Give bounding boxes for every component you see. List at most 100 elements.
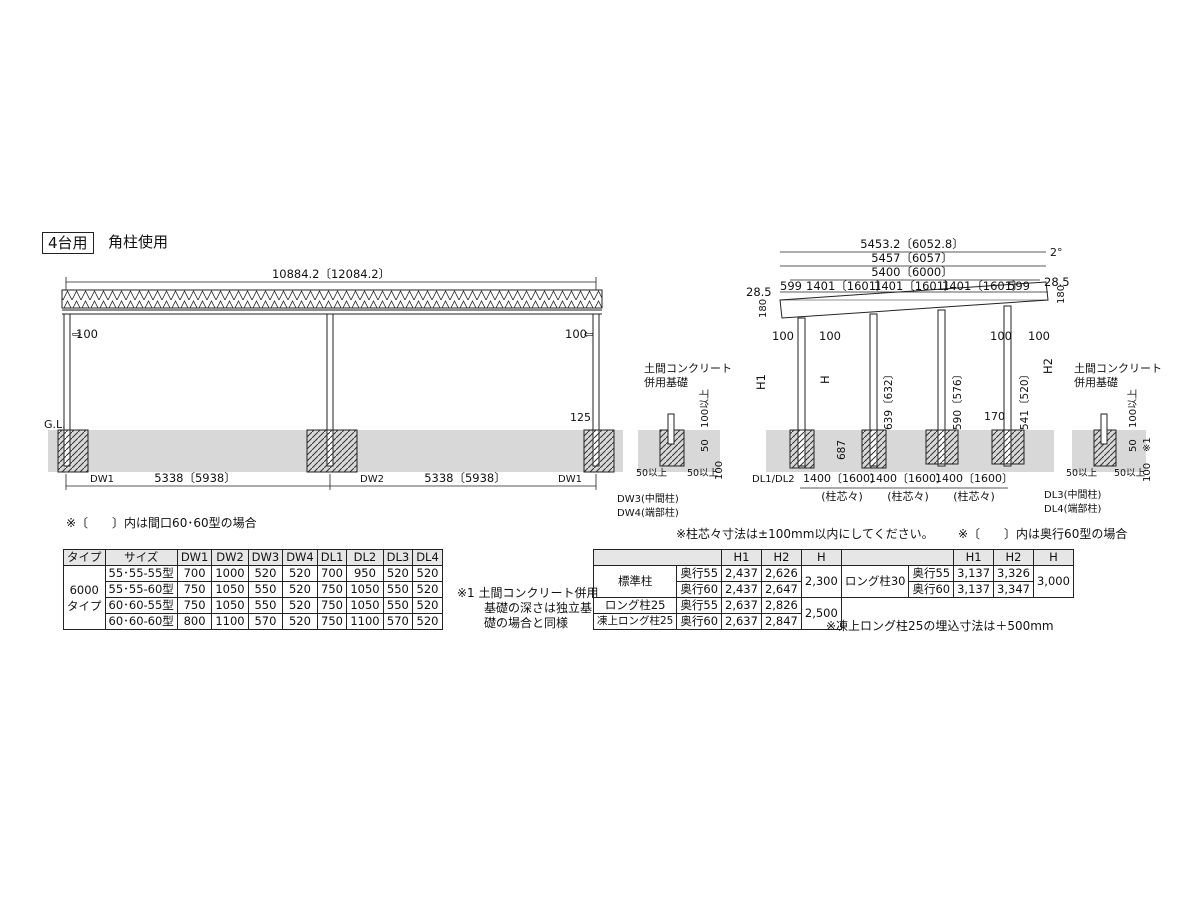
- th-dl3: DL3: [382, 549, 414, 566]
- cell: 2,637: [721, 597, 762, 614]
- table-row: 凍上ロング柱25 奥行60 2,637 2,847: [592, 613, 1074, 630]
- table-row: ロング柱25 奥行55 2,637 2,826 2,500: [592, 597, 1074, 630]
- foundation-left-d50: 50: [700, 439, 711, 452]
- th-h1: H1: [721, 549, 762, 566]
- cell: 1050: [346, 581, 384, 598]
- cell: 3,137: [953, 581, 995, 598]
- cell: 3,347: [993, 581, 1034, 598]
- th-dw2: DW2: [211, 549, 249, 566]
- cell: 700: [176, 565, 213, 582]
- side-h180-left: 180: [758, 299, 769, 318]
- side-post-3: [937, 309, 946, 467]
- foundation-right-50above-l: 50以上: [1066, 468, 1098, 479]
- cell: 750: [176, 597, 213, 614]
- th-h-b: H: [1032, 549, 1074, 566]
- cell: 奥行60: [676, 613, 723, 630]
- cell: 520: [247, 565, 284, 582]
- cell: 2,437: [721, 565, 762, 582]
- foundation-left-50above-r: 50以上: [687, 468, 719, 479]
- table-row: 奥行60 2,437 2,647 奥行60 3,137 3,347: [594, 581, 1074, 598]
- footing-center: [306, 429, 358, 473]
- foundation-right-d50: 50: [1128, 439, 1139, 452]
- cell: 520: [412, 613, 443, 630]
- foundation-left-d100above: 100以上: [699, 389, 711, 428]
- cell: 2,500: [800, 597, 842, 630]
- foundation-right-50above-r: 50以上: [1114, 468, 1146, 479]
- cell: 750: [316, 581, 348, 598]
- foundation-left-d100: 100: [714, 461, 725, 480]
- side-h170: 170: [984, 410, 1005, 423]
- side-top3: 5400〔6000〕: [871, 265, 953, 279]
- type-line1: 6000: [69, 582, 99, 597]
- cell: 1050: [346, 597, 384, 614]
- cell: 520: [412, 597, 443, 614]
- side-pitch-label2: (柱芯々): [887, 489, 929, 503]
- cell: 60･60-55型: [104, 597, 178, 614]
- cell: 750: [176, 581, 213, 598]
- cell: 950: [346, 565, 384, 582]
- cell: 520: [412, 581, 443, 598]
- side-span-a: 1401〔1601〕: [806, 279, 888, 293]
- side-post-4: [1003, 305, 1012, 467]
- side-h541: 541〔520〕: [1018, 369, 1031, 430]
- th-dl2: DL2: [346, 549, 384, 566]
- roof-truss: [61, 289, 603, 309]
- th-size: サイズ: [104, 549, 178, 566]
- side-h687: 687: [836, 440, 848, 460]
- foundation-right-title1: 土間コンクリート: [1074, 362, 1162, 375]
- right-offset-arrow: ⇦: [584, 327, 594, 341]
- cell: 520: [412, 565, 443, 582]
- th-blank-1: [592, 549, 723, 566]
- dw2-label: DW2: [360, 474, 384, 485]
- cell: 520: [282, 597, 318, 614]
- foundation-right-d100: 100: [1142, 463, 1153, 482]
- table-row: 60･60-60型 800 1100 570 520 750 1100 570 …: [64, 613, 443, 630]
- page-title: 角柱使用: [108, 233, 169, 251]
- cell: 570: [382, 613, 414, 630]
- side-pitch-label3: (柱芯々): [953, 489, 995, 503]
- side-o100-4: 100: [1028, 329, 1050, 343]
- cell: 2,437: [721, 581, 762, 598]
- side-o100-2: 100: [819, 329, 841, 343]
- th-h2: H2: [760, 549, 802, 566]
- side-top1: 5453.2〔6052.8〕: [860, 237, 963, 251]
- foundation-right-dl4: DL4(端部柱): [1044, 502, 1102, 515]
- note-foot1-line2: 基礎の深さは独立基: [484, 601, 593, 615]
- frost25-cell: 凍上ロング柱25: [592, 613, 678, 630]
- foundation-right-title2: 併用基礎: [1074, 375, 1118, 389]
- side-pitch1: 1400〔1600〕: [803, 472, 881, 485]
- table-row: 6000 タイプ 55･55-55型 700 1000 520 520 700 …: [63, 565, 443, 630]
- type-cell: 6000 タイプ: [63, 565, 106, 630]
- cell: 700: [316, 565, 348, 582]
- span-right-label: 5338〔5938〕: [424, 471, 506, 485]
- cell: 2,826: [760, 597, 802, 614]
- cell: 3,137: [953, 565, 995, 582]
- foundation-left-title2: 併用基礎: [644, 375, 688, 389]
- side-top2: 5457〔6057〕: [871, 251, 953, 265]
- foundation-left-50above-l: 50以上: [636, 468, 668, 479]
- th-dw1: DW1: [176, 549, 213, 566]
- std-post-cell: 標準柱: [592, 565, 678, 598]
- cell: 3,000: [1032, 565, 1074, 598]
- cell: 750: [316, 597, 348, 614]
- front-view: 10884.2〔12084.2〕 100 ⇨ 100 ⇦ G.L. 125 DW…: [44, 267, 623, 490]
- cell: 550: [247, 581, 284, 598]
- cell: 55･55-60型: [104, 581, 178, 598]
- dw1-left-label: DW1: [90, 474, 114, 485]
- foundation-detail-right: 土間コンクリート 併用基礎 100以上 50 ※1 100 50以上 50以上 …: [1044, 362, 1162, 515]
- note-bracket-left: ※〔 〕内は間口60･60型の場合: [66, 516, 257, 530]
- left-offset-arrow: ⇨: [72, 327, 82, 341]
- foundation-right-dl3: DL3(中間柱): [1044, 488, 1102, 501]
- cell: 1100: [211, 613, 249, 630]
- side-left-eave: 28.5: [746, 285, 772, 299]
- table-row: 60･60-55型 750 1050 550 520 750 1050 550 …: [64, 597, 443, 614]
- cell: 2,637: [721, 613, 762, 630]
- foundation-right-d100above: 100以上: [1127, 389, 1139, 428]
- cell: 1100: [346, 613, 384, 630]
- span-left-label: 5338〔5938〕: [154, 471, 236, 485]
- note-pitch: ※柱芯々寸法は±100mm以内にしてください。: [676, 527, 934, 541]
- cell: 520: [282, 581, 318, 598]
- side-span-c: 1401〔1601〕: [942, 279, 1024, 293]
- long25-cell: ロング柱25: [592, 597, 678, 614]
- th-h: H: [800, 549, 842, 566]
